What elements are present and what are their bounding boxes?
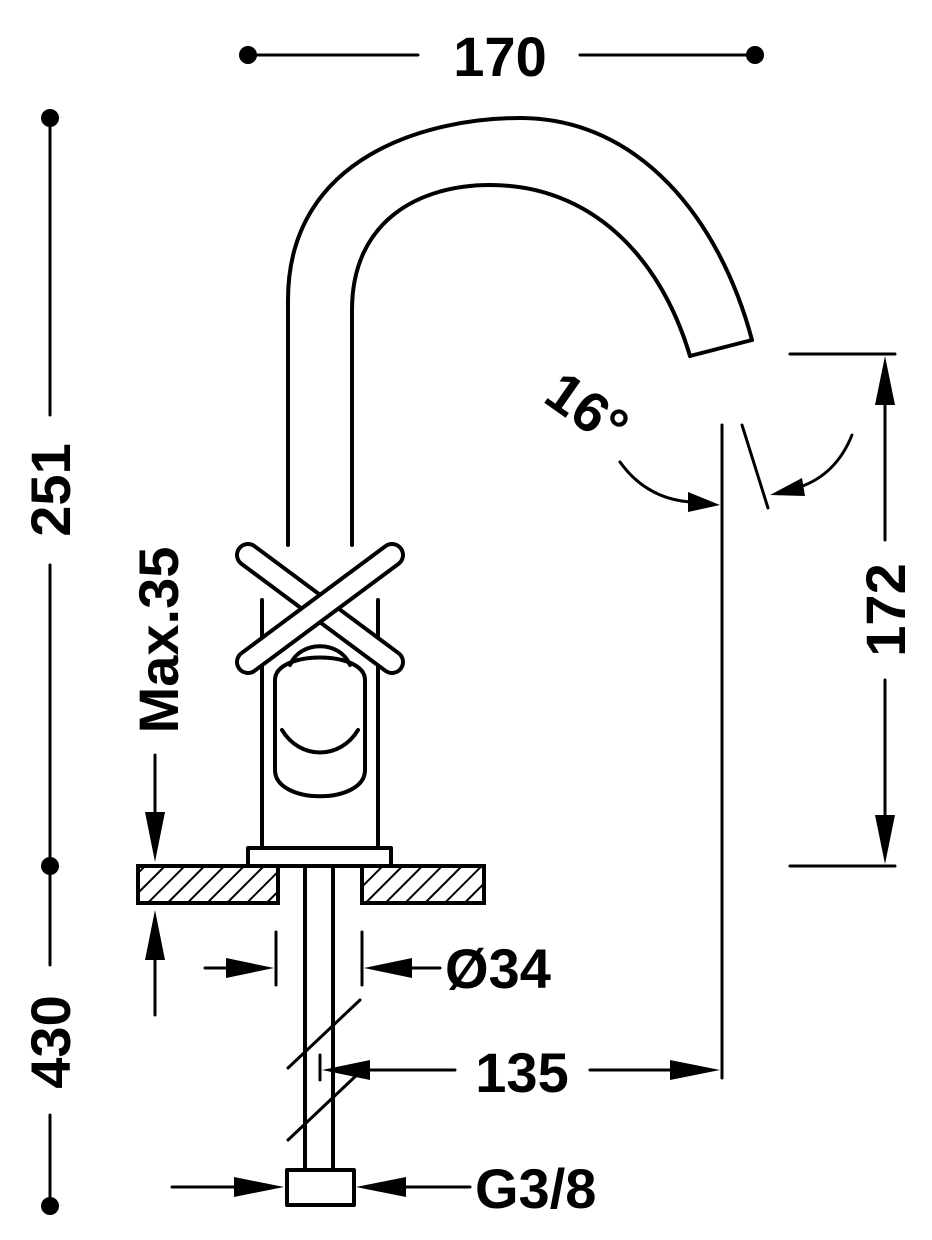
dim-hose-length-label: 430 [19,995,82,1088]
dim-connection: G3/8 [170,1157,596,1220]
dim-reach-label: 135 [475,1041,568,1104]
dim-top-width: 170 [239,25,764,88]
dim-spout-angle: 16° [534,359,854,1080]
dim-reach: 135 [318,1041,720,1104]
dim-spout-height: 172 [788,352,917,868]
dim-total-height-label: 251 [19,443,82,536]
dim-hole-diameter: Ø34 [203,930,551,1000]
dim-left-vertical: 251 430 [19,109,82,1215]
faucet-body [235,116,754,1207]
dim-max-thickness-label: Max.35 [127,547,190,734]
dim-top-width-label: 170 [453,25,546,88]
dim-spout-angle-label: 16° [534,359,640,459]
dim-spout-height-label: 172 [854,563,917,656]
cross-handle [235,542,405,675]
dim-connection-label: G3/8 [475,1157,596,1220]
dim-hole-diameter-label: Ø34 [445,937,551,1000]
dim-max-thickness: Max.35 [127,547,190,1017]
deck-surface [136,864,486,905]
